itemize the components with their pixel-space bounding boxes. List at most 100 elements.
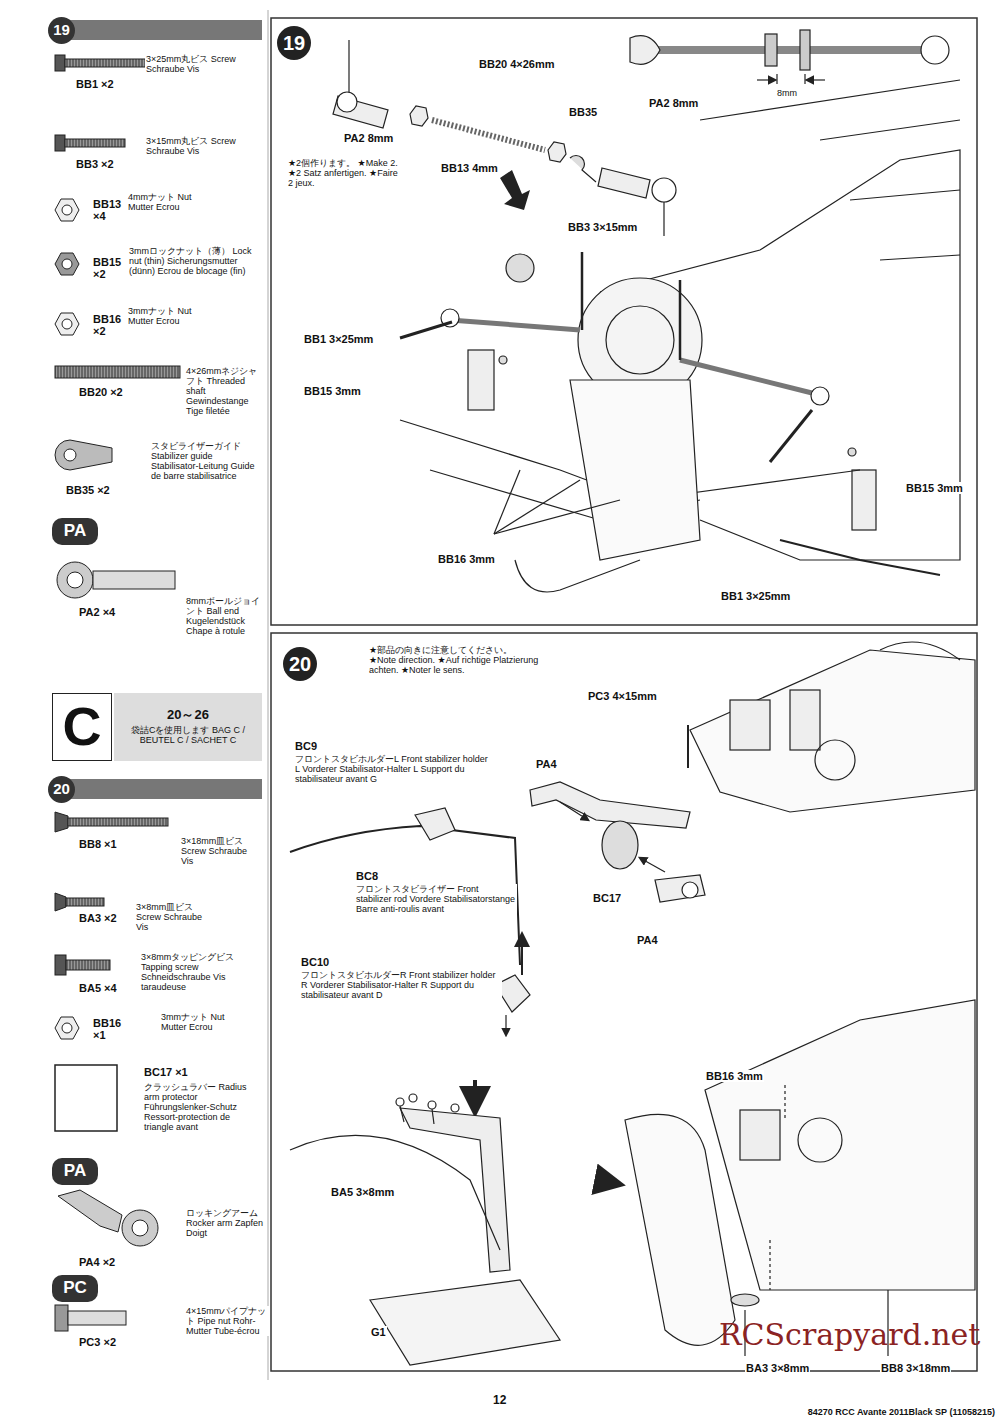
part-icons bbox=[62, 259, 72, 269]
step-panel bbox=[271, 18, 977, 625]
part-icons bbox=[55, 955, 66, 975]
step20-drawing bbox=[505, 1015, 506, 1035]
step-number: 19 bbox=[277, 26, 311, 60]
part-icons bbox=[132, 1220, 148, 1236]
part-description: 4×26mmネジシャフト Threaded shaft Gewindestang… bbox=[185, 366, 267, 416]
part-icons bbox=[67, 572, 83, 588]
step19-drawing bbox=[700, 80, 960, 120]
part-callout: BB15 3mm bbox=[905, 482, 964, 494]
step20-drawing bbox=[432, 1109, 434, 1124]
step20-drawing bbox=[598, 1180, 618, 1184]
step20-drawing bbox=[798, 1118, 842, 1162]
part-callout: PA4 ×2 bbox=[78, 1256, 116, 1268]
step20-drawing bbox=[682, 882, 698, 898]
step19-drawing bbox=[499, 356, 507, 364]
part-callout: BB13 4mm bbox=[440, 162, 499, 174]
step-panel bbox=[271, 18, 977, 1371]
step19-drawing bbox=[804, 74, 805, 84]
part-callout: BA5 ×4 bbox=[78, 982, 118, 994]
node-title: 19 bbox=[283, 32, 305, 54]
node-title: PC bbox=[63, 1279, 87, 1298]
part-callout: BB20 ×2 bbox=[78, 386, 124, 398]
part-icons bbox=[55, 253, 79, 275]
part-description: 4mmナット Nut Mutter Ecrou bbox=[127, 192, 209, 212]
part-description: スタビライザーガイド Stabilizer guide Stabilisator… bbox=[150, 441, 262, 481]
part-callout: BB15 ×2 bbox=[92, 256, 130, 281]
step20-drawing bbox=[784, 1085, 785, 1120]
part-description: 3×15mm丸ビス Screw Schraube Vis bbox=[145, 136, 237, 156]
step20-drawing bbox=[602, 821, 638, 869]
step19-drawing bbox=[800, 30, 810, 70]
node-title: PA bbox=[64, 522, 86, 541]
part-callout: BB3 ×2 bbox=[75, 158, 115, 170]
part-icons bbox=[55, 366, 180, 378]
step19-drawing bbox=[598, 168, 650, 198]
step20-drawing bbox=[740, 1110, 780, 1160]
step19-drawing bbox=[494, 470, 520, 534]
part-callout: BB16 ×1 bbox=[92, 1017, 130, 1042]
step20-drawing bbox=[400, 1106, 404, 1122]
part-description: 8mm bbox=[776, 88, 798, 98]
part-description: 3×18mm皿ビス Screw Schraube Vis bbox=[180, 836, 262, 866]
step19-drawing bbox=[333, 30, 960, 592]
part-icons bbox=[62, 205, 72, 215]
part-callout: BB16 ×2 bbox=[92, 313, 130, 338]
part-description: ★2個作ります。 ★Make 2. ★2 Satz anfertigen. ★F… bbox=[287, 158, 399, 188]
step20-drawing bbox=[428, 1101, 436, 1109]
part-description: 3mmロックナット（薄） Lock nut (thin) Sicherungsm… bbox=[128, 246, 260, 276]
step19-drawing bbox=[548, 142, 566, 162]
step-header-band bbox=[268, 10, 269, 1380]
step20-drawing bbox=[625, 1114, 735, 1345]
part-icons bbox=[62, 1023, 72, 1033]
part-icons bbox=[62, 319, 72, 329]
step20-drawing bbox=[880, 642, 960, 660]
step19-drawing bbox=[663, 202, 664, 236]
part-icons bbox=[68, 1311, 126, 1325]
part-callout: PA4 bbox=[535, 758, 558, 770]
part-icons bbox=[122, 1210, 158, 1246]
part-icons bbox=[55, 1017, 79, 1039]
step19-drawing bbox=[410, 106, 428, 126]
step20-drawing bbox=[530, 782, 690, 828]
part-callout: BC10 bbox=[300, 956, 330, 968]
part-description: 8mmボールジョイント Ball end Kugelendstück Chape… bbox=[185, 596, 267, 636]
node-title: C bbox=[63, 697, 102, 756]
part-callout: BB16 3mm bbox=[705, 1070, 764, 1082]
part-callout: BB35 ×2 bbox=[65, 484, 111, 496]
part-description: ★部品の向きに注意してください。 ★Note direction. ★Auf r… bbox=[368, 645, 540, 675]
part-icons bbox=[55, 199, 79, 221]
part-callout: BB16 3mm bbox=[437, 553, 496, 565]
part-callout: PA2 8mm bbox=[648, 97, 699, 109]
part-description: 3mmナット Nut Mutter Ecrou bbox=[127, 306, 209, 326]
step-header-band bbox=[60, 779, 262, 799]
part-bag-badge: PA bbox=[52, 518, 98, 545]
bag-letter-box: C bbox=[52, 693, 112, 761]
step-number: 20 bbox=[283, 647, 317, 681]
step-panel bbox=[271, 633, 977, 1371]
node-title: PA bbox=[64, 1162, 86, 1181]
step19-drawing bbox=[680, 360, 820, 395]
part-callout: BB8 3×18mm bbox=[880, 1362, 951, 1374]
part-icons bbox=[65, 139, 125, 147]
part-description: 3×8mm皿ビス Screw Schraube Vis bbox=[135, 902, 217, 932]
step20-drawing bbox=[396, 1098, 404, 1106]
step19-drawing bbox=[606, 306, 674, 374]
part-callout: 12 bbox=[492, 1394, 507, 1407]
step19-drawing bbox=[765, 34, 777, 66]
part-icons bbox=[64, 449, 76, 461]
step19-drawing bbox=[852, 470, 876, 530]
step19-drawing bbox=[494, 480, 580, 534]
step19-drawing bbox=[921, 36, 949, 64]
step19-drawing bbox=[500, 170, 530, 210]
step19-drawing bbox=[348, 40, 349, 92]
step19-drawing bbox=[776, 74, 777, 84]
step20-drawing bbox=[409, 1094, 417, 1102]
part-callout: BC8 bbox=[355, 870, 379, 882]
part-callout: BB15 3mm bbox=[303, 385, 362, 397]
part-callout: BB35 bbox=[568, 106, 598, 118]
part-callout: PA2 ×4 bbox=[78, 606, 116, 618]
part-icons bbox=[68, 818, 168, 826]
part-callout: BC17 ×1 bbox=[143, 1066, 189, 1078]
step19-drawing bbox=[770, 410, 812, 462]
